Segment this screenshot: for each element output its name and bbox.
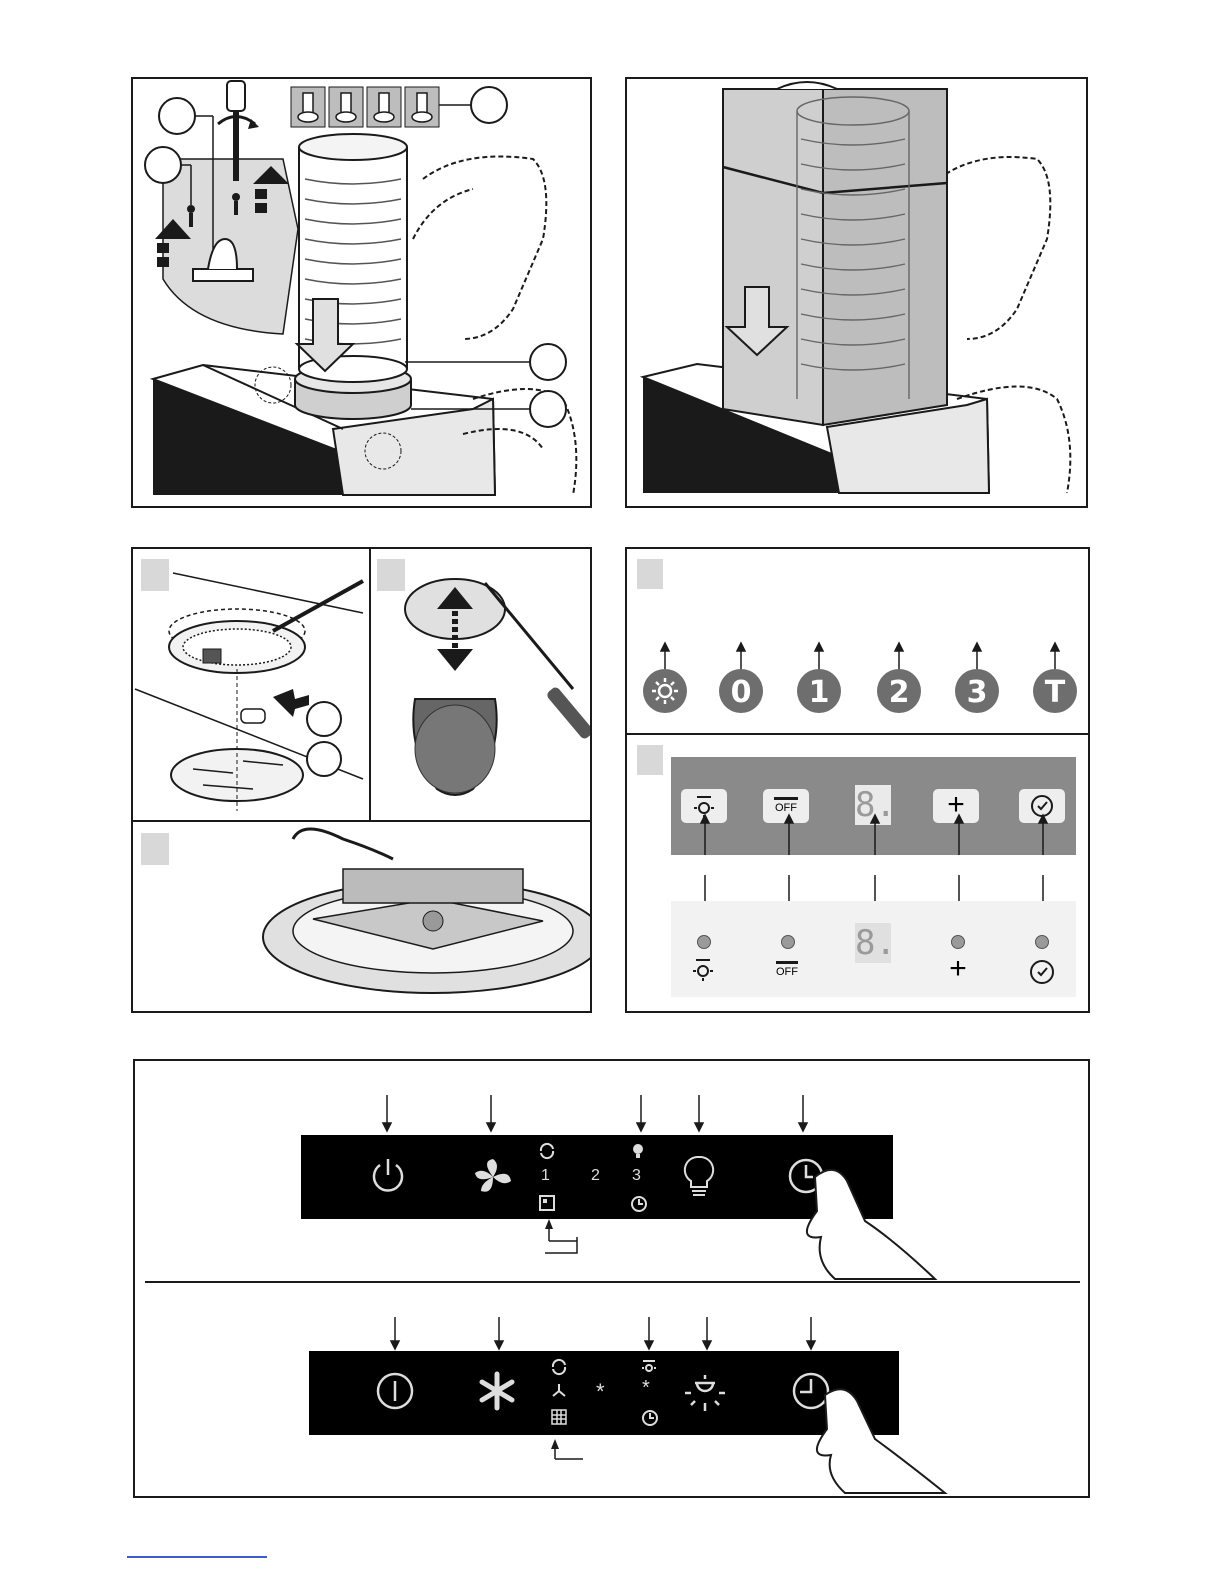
touch-panels-frame: 1 2 3 * * xyxy=(133,1059,1090,1498)
off-label: OFF xyxy=(769,966,805,978)
plus-button[interactable]: + xyxy=(943,953,973,985)
speed-label: 1 xyxy=(809,675,830,710)
speed-button-1[interactable]: 1 xyxy=(797,669,841,713)
install-duct-drawing xyxy=(133,79,590,506)
pointing-hand-icon xyxy=(817,1389,945,1493)
chimney-cover xyxy=(723,89,823,425)
speed-label: 0 xyxy=(731,675,752,710)
chimney-cover-panel xyxy=(625,77,1088,508)
screw-set xyxy=(291,87,439,127)
speed-button-2[interactable]: 2 xyxy=(877,669,921,713)
speed-label: T xyxy=(1045,675,1066,710)
chimney-cover-drawing xyxy=(627,79,1086,506)
speed-button-T[interactable]: T xyxy=(1033,669,1077,713)
footer-line xyxy=(127,1556,267,1558)
speed-label: 3 xyxy=(967,675,988,710)
led-indicator xyxy=(781,935,795,949)
light-button[interactable] xyxy=(643,669,687,713)
led-indicator xyxy=(697,935,711,949)
lamp-replacement-panel xyxy=(131,547,592,1013)
pointing-hand-icon xyxy=(807,1170,935,1279)
seven-segment-display: 8. xyxy=(855,923,891,963)
step-marker xyxy=(637,745,663,775)
led-indicator xyxy=(951,935,965,949)
install-duct-panel xyxy=(131,77,592,508)
speed-label: 2 xyxy=(889,675,910,710)
round-button-row: 0 1 2 3 T xyxy=(627,549,1088,729)
speed-button-3[interactable]: 3 xyxy=(955,669,999,713)
light-icon[interactable] xyxy=(685,955,721,985)
down-arrow-icon xyxy=(437,649,473,671)
led-indicator xyxy=(1035,935,1049,949)
speed-button-0[interactable]: 0 xyxy=(719,669,763,713)
divider xyxy=(627,733,1090,735)
touch-arrows-and-hands xyxy=(135,1061,1088,1496)
halogen-lamp-icon xyxy=(241,709,265,723)
led-control-panel: OFF 8. + xyxy=(671,901,1076,997)
off-button[interactable]: OFF xyxy=(769,961,805,978)
plus-label: + xyxy=(949,952,967,985)
lamp-replacement-drawing xyxy=(133,549,590,1011)
clock-icon[interactable] xyxy=(1027,957,1057,987)
control-panels-frame: 0 1 2 3 T OFF 8. + OFF 8. + xyxy=(625,547,1090,1013)
